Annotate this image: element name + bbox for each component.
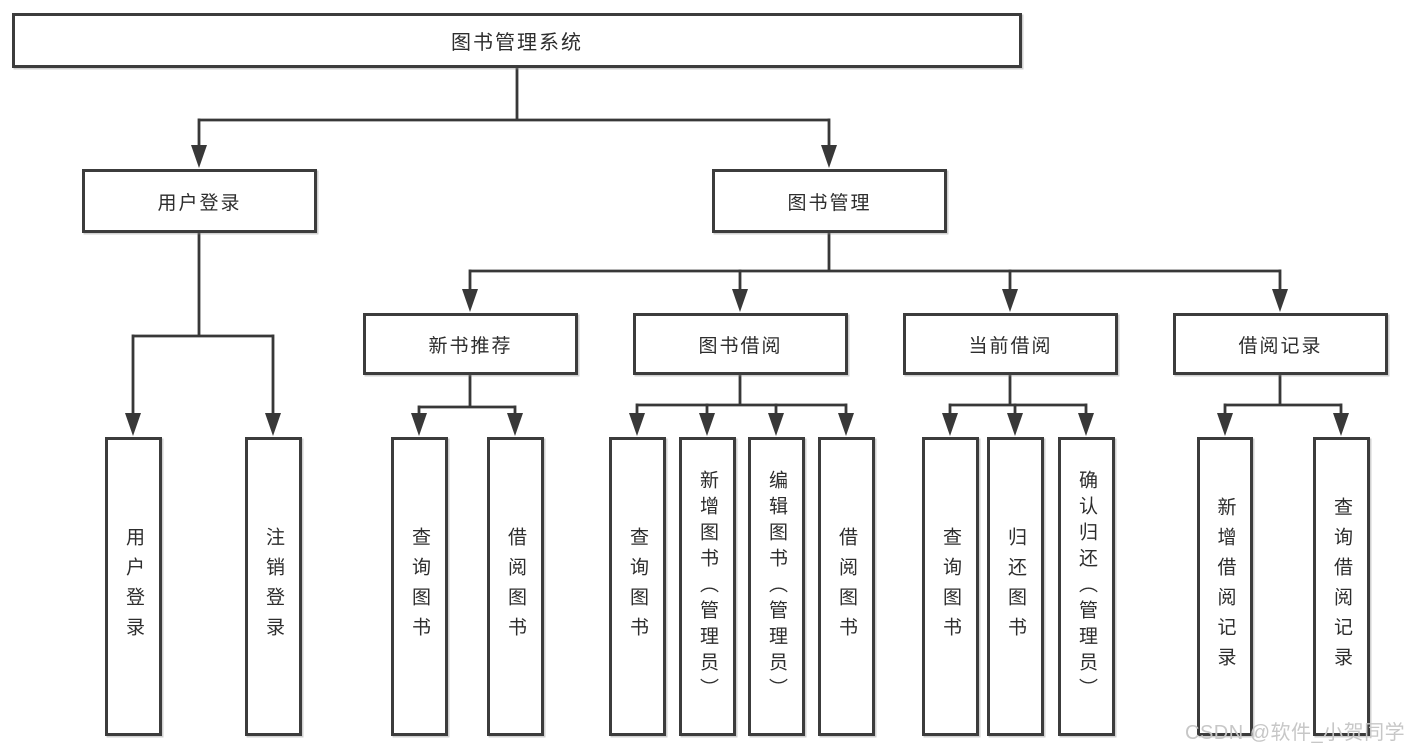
leaf-logout-label: 注销登录 <box>263 526 284 647</box>
leaf-user-login: 用户登录 <box>105 437 162 736</box>
leaf-borrow-books-recommend: 借阅图书 <box>487 437 544 736</box>
node-new-book-recommend: 新书推荐 <box>363 313 578 375</box>
leaf-edit-books-admin: 编辑图书（管理员） <box>748 437 805 736</box>
node-current-borrow: 当前借阅 <box>903 313 1118 375</box>
node-current-borrow-label: 当前借阅 <box>968 335 1053 357</box>
node-borrow-records-label: 借阅记录 <box>1238 335 1323 357</box>
csdn-watermark: CSDN @软件_小贺同学 <box>1185 722 1405 744</box>
leaf-query-books-current: 查询图书 <box>922 437 979 736</box>
leaf-add-books-admin-label: 新增图书（管理员） <box>697 469 718 704</box>
arrowheads <box>125 145 1349 436</box>
leaf-return-books: 归还图书 <box>987 437 1044 736</box>
leaf-logout: 注销登录 <box>245 437 302 736</box>
leaf-borrow-books-recommend-label: 借阅图书 <box>505 526 526 647</box>
node-root-label: 图书管理系统 <box>451 32 583 54</box>
node-root: 图书管理系统 <box>12 13 1022 68</box>
node-user-login: 用户登录 <box>82 169 317 233</box>
leaf-user-login-label: 用户登录 <box>123 526 144 647</box>
node-borrow-records: 借阅记录 <box>1173 313 1388 375</box>
leaf-query-books-current-label: 查询图书 <box>940 526 961 647</box>
leaf-query-books-recommend-label: 查询图书 <box>409 526 430 647</box>
leaf-edit-books-admin-label: 编辑图书（管理员） <box>766 469 787 704</box>
node-user-login-label: 用户登录 <box>157 192 242 214</box>
leaf-query-books-borrow: 查询图书 <box>609 437 666 736</box>
leaf-return-books-label: 归还图书 <box>1005 526 1026 647</box>
leaf-add-books-admin: 新增图书（管理员） <box>679 437 736 736</box>
leaf-confirm-return-admin-label: 确认归还（管理员） <box>1076 469 1097 704</box>
leaf-borrow-books-label: 借阅图书 <box>836 526 857 647</box>
leaf-query-books-borrow-label: 查询图书 <box>627 526 648 647</box>
leaf-confirm-return-admin: 确认归还（管理员） <box>1058 437 1115 736</box>
leaf-add-borrow-record-label: 新增借阅记录 <box>1214 496 1236 677</box>
leaf-borrow-books: 借阅图书 <box>818 437 875 736</box>
node-book-borrow: 图书借阅 <box>633 313 848 375</box>
node-book-borrow-label: 图书借阅 <box>698 335 783 357</box>
leaf-add-borrow-record: 新增借阅记录 <box>1197 437 1253 736</box>
node-book-management: 图书管理 <box>712 169 947 233</box>
leaf-query-borrow-record-label: 查询借阅记录 <box>1331 496 1352 677</box>
leaf-query-borrow-record: 查询借阅记录 <box>1313 437 1370 736</box>
leaf-query-books-recommend: 查询图书 <box>391 437 448 736</box>
node-new-book-recommend-label: 新书推荐 <box>428 335 513 357</box>
node-book-management-label: 图书管理 <box>787 192 872 214</box>
